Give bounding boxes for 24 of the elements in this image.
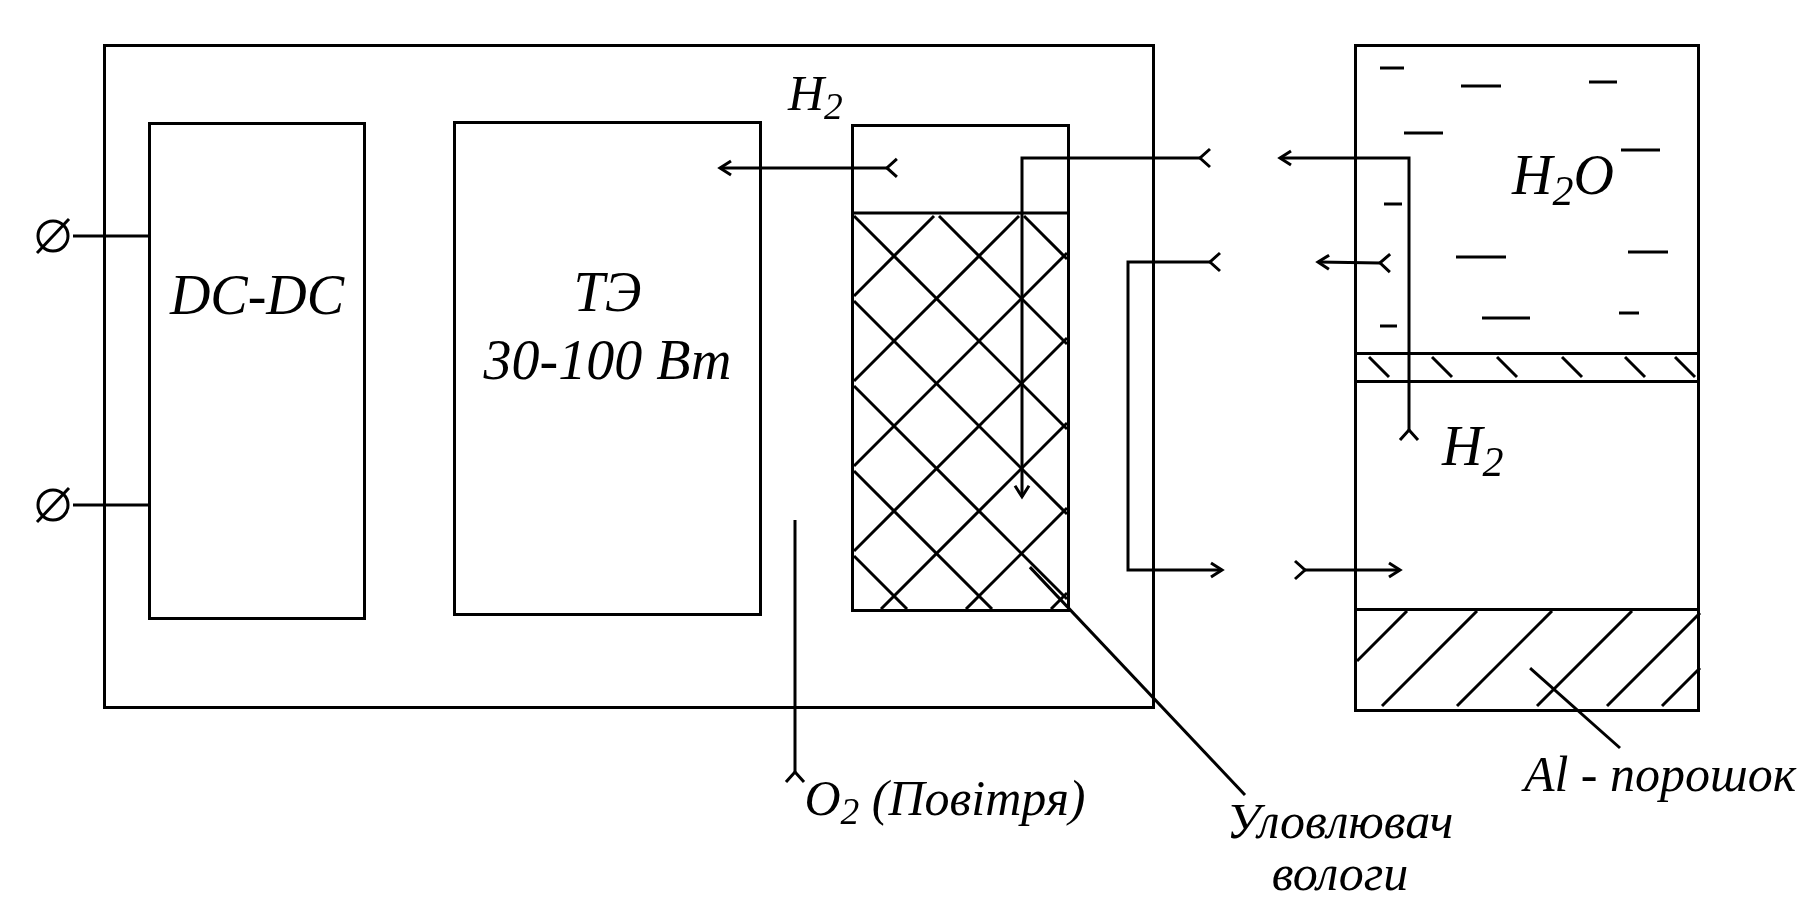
block-title: DC-DC bbox=[169, 267, 345, 323]
block-title: O$_{2}$ (Повітря) bbox=[804, 772, 1086, 835]
generator-vessel bbox=[1354, 44, 1700, 712]
terminal-symbol bbox=[33, 216, 73, 256]
pipe-arrow bbox=[1316, 252, 1392, 274]
pipe-arrow bbox=[718, 157, 899, 179]
block-title: Al - порошок bbox=[1523, 748, 1797, 804]
wire bbox=[73, 503, 148, 507]
fuel-cell-block bbox=[453, 121, 762, 616]
leader-line bbox=[1028, 566, 1247, 797]
block-title: Уловлювач вологи bbox=[1225, 795, 1455, 903]
converter-block bbox=[148, 122, 366, 620]
leader-line bbox=[1529, 667, 1621, 750]
wire bbox=[73, 234, 148, 238]
block-title: ТЭ bbox=[573, 264, 642, 320]
block-rating: 30-100 Вт bbox=[483, 332, 732, 388]
terminal-symbol bbox=[33, 485, 73, 525]
block-title: H$_{2}$O bbox=[1512, 147, 1614, 203]
device-housing bbox=[103, 44, 1155, 709]
inlet-pipe bbox=[784, 520, 806, 784]
pipe-arrow bbox=[1293, 559, 1402, 581]
pipe-arrow bbox=[1278, 149, 1420, 442]
block-title: H$_{2}$ bbox=[1442, 418, 1504, 474]
pipe-arrow bbox=[1013, 147, 1212, 499]
